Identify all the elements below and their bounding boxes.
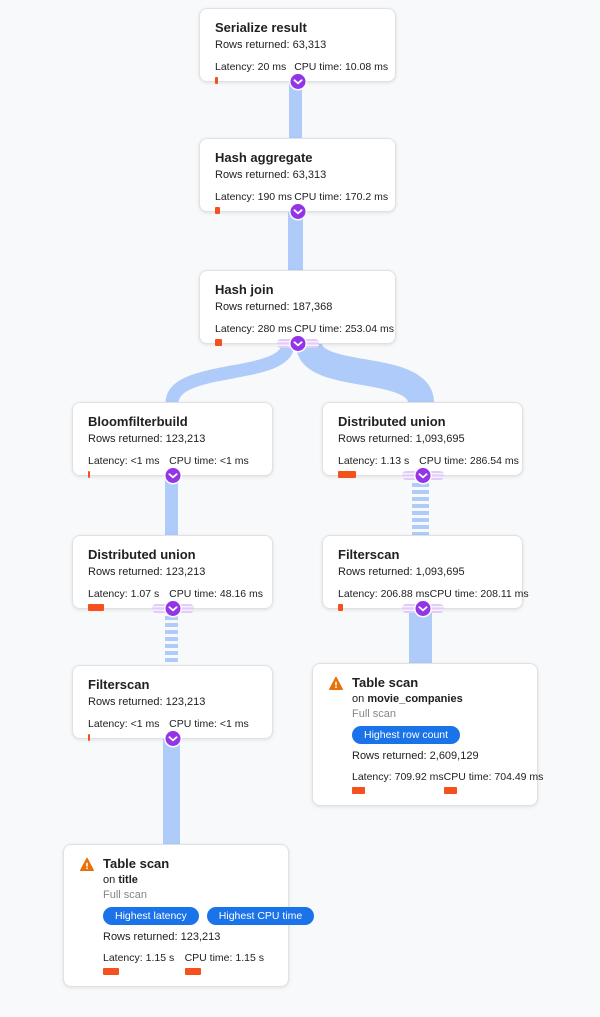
collapse-node-button[interactable] (165, 601, 180, 616)
edge-hash-aggregate-to-hash-join (288, 212, 303, 270)
edge-distributed-union-to-filterscan-right (412, 476, 429, 535)
cpu-time-label: CPU time: 208.11 ms (429, 588, 529, 600)
chevron-down-icon (168, 735, 177, 742)
latency-label: Latency: <1 ms (88, 455, 160, 467)
latency-bar (215, 339, 222, 346)
latency-bar (215, 77, 218, 84)
edge-filterscan-to-table-scan-left (163, 739, 180, 844)
edge-filterscan-to-table-scan-right (409, 609, 432, 663)
collapse-node-button[interactable] (415, 468, 430, 483)
rows-returned: Rows returned: 1,093,695 (338, 566, 465, 578)
node-title: Hash join (215, 282, 274, 297)
latency-bar (215, 207, 220, 214)
latency-label: Latency: 1.07 s (88, 588, 160, 600)
table-name: movie_companies (367, 693, 463, 705)
cpu-time-label: CPU time: 286.54 ms (419, 455, 519, 467)
cpu-time-label: CPU time: 704.49 ms (443, 771, 544, 783)
latency-label: Latency: 20 ms (215, 61, 287, 73)
rows-returned: Rows returned: 63,313 (215, 39, 327, 51)
latency-bar (88, 471, 90, 478)
cpu-time-label: CPU time: 170.2 ms (294, 191, 389, 203)
latency-bar (338, 471, 356, 478)
rows-returned: Rows returned: 63,313 (215, 169, 327, 181)
rows-returned: Rows returned: 123,213 (88, 566, 206, 578)
collapse-node-button[interactable] (290, 74, 305, 89)
latency-label: Latency: 190 ms (215, 191, 293, 203)
chevron-down-icon (418, 472, 427, 479)
latency-label: Latency: <1 ms (88, 718, 160, 730)
chevron-down-icon (168, 605, 177, 612)
latency-label: Latency: 280 ms (215, 323, 293, 335)
latency-bar (352, 787, 365, 794)
collapse-node-button[interactable] (165, 731, 180, 746)
rows-returned: Rows returned: 187,368 (215, 301, 333, 313)
scan-type: Full scan (103, 889, 148, 901)
node-title: Filterscan (338, 547, 400, 562)
latency-label: Latency: 206.88 ms (338, 588, 430, 600)
latency-bar (88, 604, 104, 611)
rows-returned: Rows returned: 123,213 (103, 931, 221, 943)
plan-node-distributed-union-right[interactable]: Distributed union Rows returned: 1,093,6… (322, 402, 523, 483)
scan-type: Full scan (352, 708, 397, 720)
latency-bar (338, 604, 343, 611)
scan-target: on movie_companies (352, 693, 463, 705)
plan-node-serialize-result[interactable]: Serialize result Rows returned: 63,313 L… (199, 8, 396, 89)
plan-node-hash-aggregate[interactable]: Hash aggregate Rows returned: 63,313 Lat… (199, 138, 396, 219)
latency-label: Latency: 709.92 ms (352, 771, 444, 783)
edge-serialize-to-hash-aggregate (289, 80, 302, 138)
node-title: Serialize result (215, 20, 307, 35)
cpu-time-bar (184, 968, 201, 975)
rows-returned: Rows returned: 2,609,129 (352, 750, 479, 762)
collapse-node-button[interactable] (290, 204, 305, 219)
plan-node-filterscan-left[interactable]: Filterscan Rows returned: 123,213 Latenc… (72, 665, 273, 746)
cpu-time-label: CPU time: <1 ms (169, 455, 249, 467)
node-title: Distributed union (88, 547, 196, 562)
node-title: Hash aggregate (215, 150, 313, 165)
plan-node-filterscan-right[interactable]: Filterscan Rows returned: 1,093,695 Late… (322, 535, 529, 616)
rows-returned: Rows returned: 1,093,695 (338, 433, 465, 445)
warning-icon (329, 676, 343, 690)
latency-bar (103, 968, 119, 975)
collapse-node-button[interactable] (415, 601, 430, 616)
cpu-time-bar (443, 787, 457, 794)
plan-node-table-scan-movie-companies[interactable]: Table scan on movie_companies Full scan … (312, 663, 543, 806)
cpu-time-label: CPU time: 1.15 s (184, 952, 264, 964)
cpu-time-label: CPU time: 48.16 ms (169, 588, 264, 600)
latency-label: Latency: 1.15 s (103, 952, 175, 964)
plan-node-table-scan-title[interactable]: Table scan on title Full scan Highest la… (63, 844, 315, 987)
chevron-down-icon (293, 78, 302, 85)
highest-latency-badge: Highest latency (103, 907, 199, 925)
latency-label: Latency: 1.13 s (338, 455, 410, 467)
scan-target: on title (103, 874, 138, 886)
table-name: title (118, 874, 138, 886)
collapse-node-button[interactable] (290, 336, 305, 351)
chevron-down-icon (418, 605, 427, 612)
node-title: Table scan (103, 856, 170, 871)
plan-node-bloomfilterbuild[interactable]: Bloomfilterbuild Rows returned: 123,213 … (72, 402, 273, 483)
cpu-time-label: CPU time: 10.08 ms (294, 61, 389, 73)
highest-row-count-badge: Highest row count (352, 726, 461, 744)
edge-distributed-union-to-filterscan-left (165, 609, 178, 665)
rows-returned: Rows returned: 123,213 (88, 433, 206, 445)
rows-returned: Rows returned: 123,213 (88, 696, 206, 708)
latency-bar (88, 734, 90, 741)
edge-bloomfilterbuild-to-distributed-union (165, 476, 178, 535)
node-title: Table scan (352, 675, 419, 690)
chevron-down-icon (293, 208, 302, 215)
node-title: Bloomfilterbuild (88, 414, 188, 429)
highest-cpu-time-badge: Highest CPU time (206, 907, 315, 925)
plan-node-hash-join[interactable]: Hash join Rows returned: 187,368 Latency… (199, 270, 396, 351)
chevron-down-icon (168, 472, 177, 479)
node-title: Distributed union (338, 414, 446, 429)
collapse-node-button[interactable] (165, 468, 180, 483)
chevron-down-icon (293, 340, 302, 347)
plan-node-distributed-union-left[interactable]: Distributed union Rows returned: 123,213… (72, 535, 273, 616)
cpu-time-label: CPU time: <1 ms (169, 718, 249, 730)
node-title: Filterscan (88, 677, 150, 692)
cpu-time-label: CPU time: 253.04 ms (294, 323, 394, 335)
warning-icon (79, 857, 94, 871)
